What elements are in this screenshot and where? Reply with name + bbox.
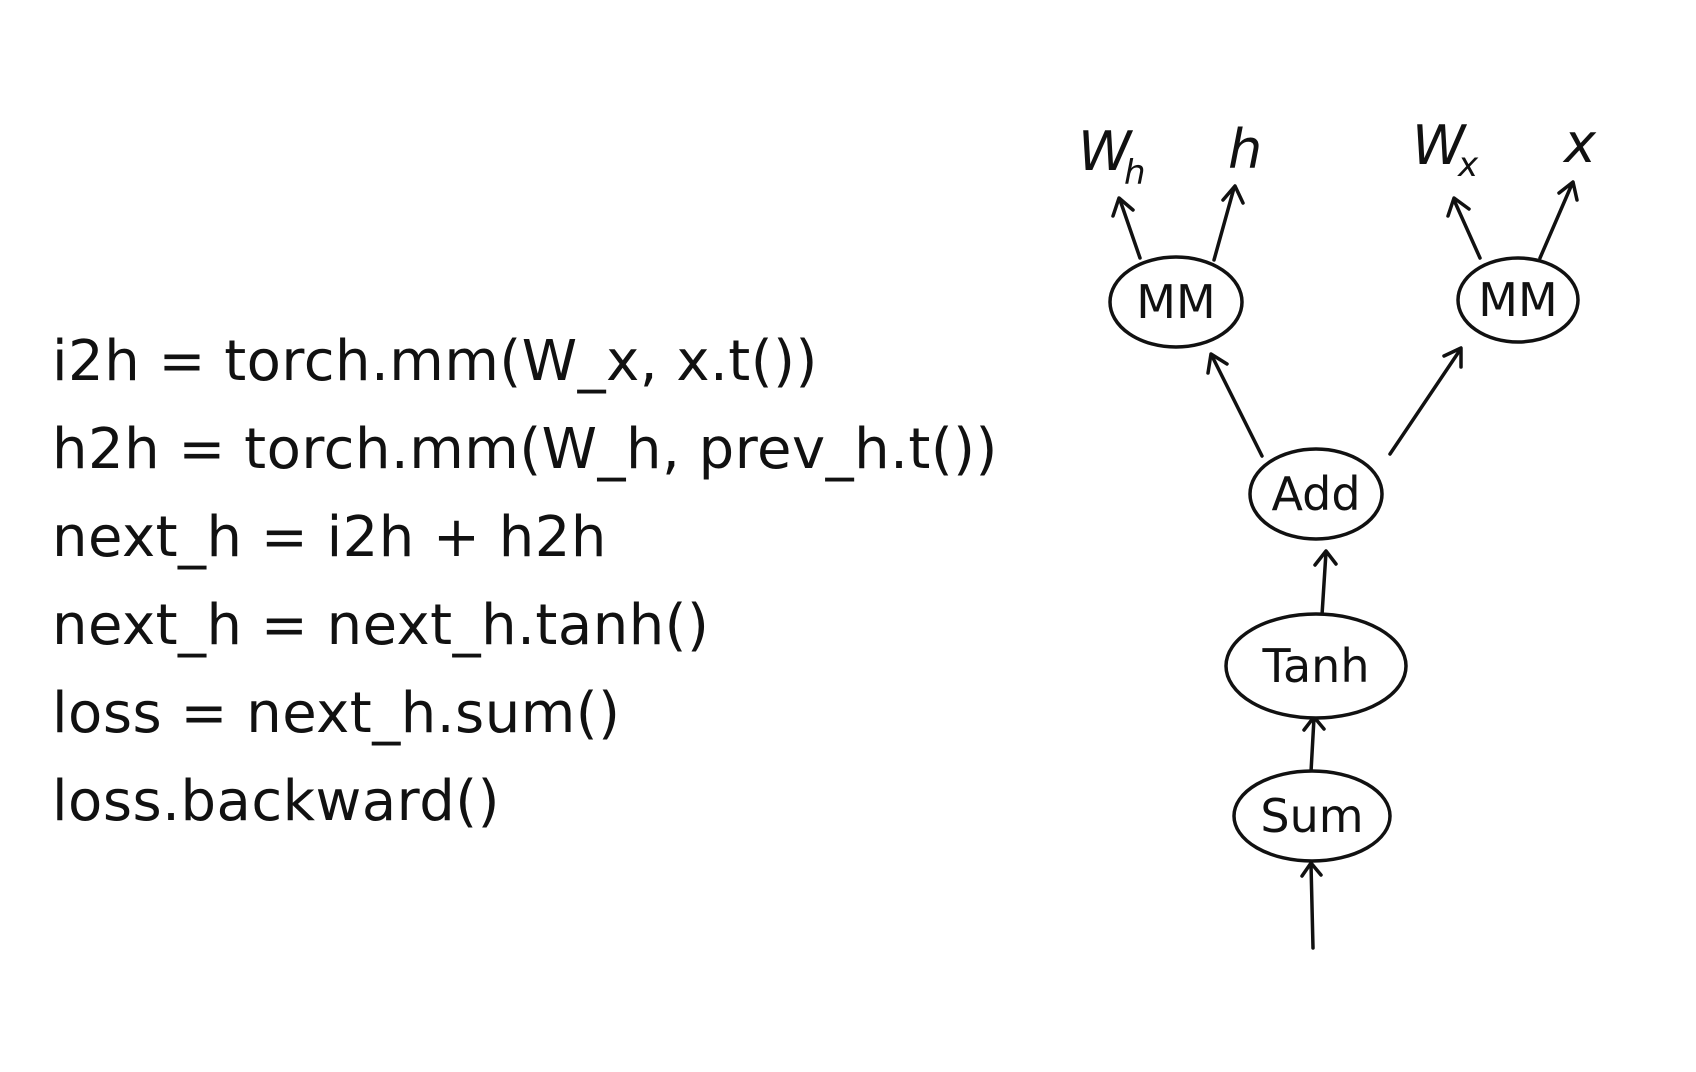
- node-mm-left-label: MM: [1136, 275, 1215, 329]
- leaf-w-h-sub: h: [1124, 153, 1146, 193]
- graph-edges: [1111, 180, 1579, 950]
- edge-mm-left-w-h-arrowhead: [1111, 196, 1135, 218]
- graph-leaves: W h h W x x: [1078, 112, 1597, 193]
- leaf-w-x-base: W: [1412, 114, 1468, 177]
- node-mm-right-label: MM: [1478, 273, 1557, 327]
- edge-input-sum: [1309, 862, 1315, 950]
- code-line-backward: loss.backward(): [52, 769, 500, 834]
- code-block: i2h = torch.mm(W_x, x.t()) h2h = torch.m…: [52, 318, 998, 846]
- edge-tanh-add: [1320, 550, 1328, 617]
- edge-add-mm-left: [1210, 354, 1264, 458]
- node-sum-ellipse: [1232, 769, 1392, 863]
- node-mm-left: MM: [1108, 255, 1244, 349]
- edge-mm-right-w-x-arrowhead: [1446, 196, 1471, 218]
- edge-tanh-add-arrowhead: [1313, 549, 1338, 567]
- node-sum: Sum: [1232, 769, 1392, 863]
- edge-mm-left-h: [1212, 186, 1236, 262]
- leaf-w-x-sub: x: [1457, 145, 1479, 185]
- edge-mm-left-h-arrowhead: [1221, 184, 1245, 205]
- edge-add-mm-right-arrowhead: [1442, 346, 1463, 369]
- node-mm-right-ellipse: [1456, 256, 1580, 344]
- leaf-x-base: x: [1562, 112, 1597, 175]
- code-line-loss: loss = next_h.sum(): [52, 681, 621, 746]
- leaf-h-base: h: [1228, 118, 1262, 181]
- leaf-x: x: [1562, 112, 1597, 175]
- code-line-next-h-sum: next_h = i2h + h2h: [52, 505, 607, 570]
- leaf-w-x: W x: [1412, 114, 1479, 185]
- graph-nodes: MM MM Add Tanh Sum: [1108, 255, 1580, 863]
- node-add-label: Add: [1271, 467, 1360, 521]
- edge-sum-tanh: [1309, 716, 1316, 774]
- edge-mm-right-w-x: [1452, 198, 1482, 260]
- node-add-ellipse: [1248, 447, 1384, 541]
- node-sum-label: Sum: [1260, 789, 1363, 843]
- code-line-h2h: h2h = torch.mm(W_h, prev_h.t()): [52, 417, 998, 482]
- leaf-w-h-base: W: [1078, 120, 1134, 183]
- leaf-w-h: W h: [1078, 120, 1146, 193]
- edge-add-mm-left-arrowhead: [1206, 352, 1229, 375]
- edge-mm-right-x: [1538, 182, 1574, 260]
- edge-input-sum-arrowhead: [1300, 861, 1323, 878]
- edge-mm-right-x-arrowhead: [1557, 180, 1579, 202]
- edge-mm-left-w-h: [1118, 198, 1142, 260]
- code-line-i2h: i2h = torch.mm(W_x, x.t()): [52, 329, 818, 394]
- edge-add-mm-right: [1388, 348, 1462, 456]
- leaf-h: h: [1228, 118, 1262, 181]
- node-tanh-label: Tanh: [1262, 639, 1370, 693]
- node-add: Add: [1248, 447, 1384, 541]
- node-mm-left-ellipse: [1108, 255, 1244, 349]
- node-mm-right: MM: [1456, 256, 1580, 344]
- node-tanh: Tanh: [1224, 612, 1408, 720]
- node-tanh-ellipse: [1224, 612, 1408, 720]
- code-line-next-h-tanh: next_h = next_h.tanh(): [52, 593, 710, 658]
